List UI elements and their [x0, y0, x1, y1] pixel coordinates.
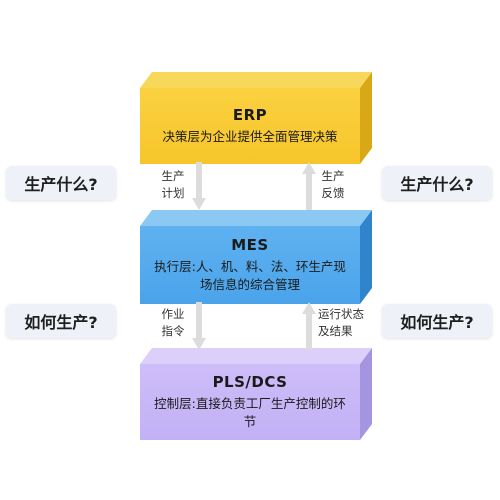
arrow-label-plan: 生产 计划: [161, 169, 185, 200]
arrow-shaft: [306, 312, 312, 350]
pls-dcs-title: PLS/DCS: [212, 373, 288, 391]
arrow-label-feedback: 生产 反馈: [321, 169, 345, 200]
pls-box-top: [140, 348, 372, 364]
callout-what-right: 生产什么?: [382, 166, 492, 200]
mes-title: MES: [231, 236, 269, 254]
pls-box-front: PLS/DCS 控制层:直接负责工厂生产控制的环节: [140, 364, 360, 440]
pls-dcs-description: 控制层:直接负责工厂生产控制的环节: [154, 396, 346, 429]
erp-description: 决策层为企业提供全面管理决策: [162, 129, 338, 144]
erp-title: ERP: [232, 106, 268, 124]
erp-box-front: ERP 决策层为企业提供全面管理决策: [140, 88, 360, 164]
mes-layer-box: MES 执行层:人、机、料、法、环生产现场信息的综合管理: [140, 210, 372, 304]
pls-box-side: [360, 348, 372, 440]
arrow-label-instruction: 作业 指令: [161, 307, 185, 338]
mes-box-side: [360, 210, 372, 304]
callout-how-left: 如何生产?: [6, 304, 116, 338]
arrow-head: [192, 338, 206, 350]
arrow-label-status: 运行状态 及结果: [318, 307, 364, 338]
arrow-shaft: [306, 172, 312, 210]
pls-dcs-layer-box: PLS/DCS 控制层:直接负责工厂生产控制的环节: [140, 348, 372, 440]
erp-layer-box: ERP 决策层为企业提供全面管理决策: [140, 72, 372, 164]
up-arrow-status: [302, 302, 316, 350]
up-arrow-feedback: [302, 162, 316, 210]
arrow-head: [302, 162, 316, 174]
arrow-shaft: [196, 162, 202, 200]
mes-box-front: MES 执行层:人、机、料、法、环生产现场信息的综合管理: [140, 226, 360, 304]
mes-description: 执行层:人、机、料、法、环生产现场信息的综合管理: [154, 259, 346, 292]
arrow-head: [302, 302, 316, 314]
callout-how-right: 如何生产?: [382, 304, 492, 338]
down-arrow-instruction: [192, 302, 206, 350]
erp-box-top: [140, 72, 372, 88]
mes-box-top: [140, 210, 372, 226]
callout-what-left: 生产什么?: [6, 166, 116, 200]
arrow-head: [192, 198, 206, 210]
erp-box-side: [360, 72, 372, 164]
arrow-shaft: [196, 302, 202, 340]
down-arrow-plan: [192, 162, 206, 210]
